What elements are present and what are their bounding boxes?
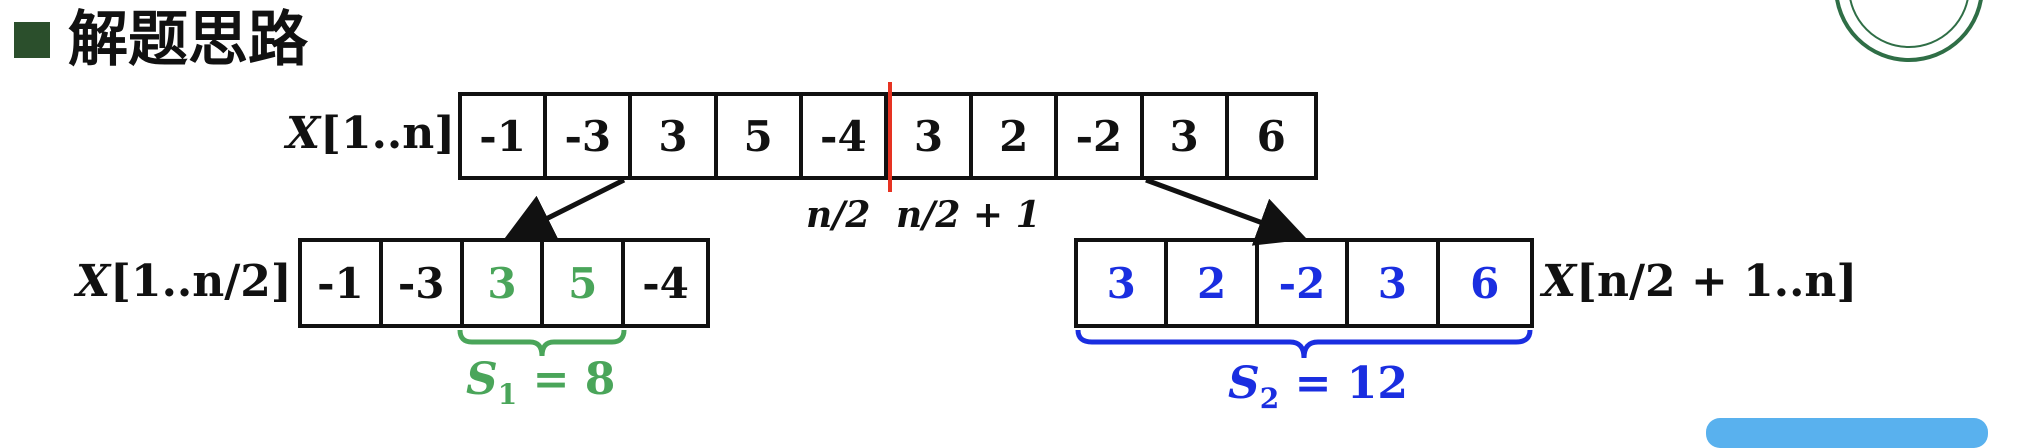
- arrow-to-right-array: [1145, 177, 1308, 246]
- split-left-tick: n/2: [806, 194, 871, 236]
- left-array-cell: -4: [642, 258, 689, 308]
- top-array-label: X[1..n]: [286, 108, 455, 159]
- header-bullet: [14, 22, 50, 58]
- right-array-label-x: X: [1542, 256, 1577, 307]
- split-right-tick: n/2 + 1: [896, 194, 1041, 236]
- top-array-cell: -4: [803, 96, 888, 176]
- top-array-cell: 6: [1256, 111, 1286, 161]
- left-array-cell: 5: [544, 242, 626, 324]
- right-sum-symbol: S: [1228, 358, 1260, 409]
- top-array-cell: 3: [888, 96, 974, 176]
- top-array-cell: 3: [632, 96, 718, 176]
- left-array-label-range: [1..n/2]: [110, 256, 292, 307]
- top-array-cell: -1: [462, 96, 548, 176]
- top-array-cell: 2: [973, 96, 1059, 176]
- right-array-cell: 3: [1349, 242, 1440, 324]
- page-title: 解题思路: [68, 5, 308, 75]
- left-sum-brace: [457, 329, 627, 357]
- left-array-label-x: X: [76, 256, 111, 307]
- right-sum-brace: [1075, 329, 1533, 359]
- left-sum-label: S1 = 8: [466, 354, 615, 411]
- left-sum-subscript: 1: [497, 377, 518, 411]
- right-array-cell: -2: [1259, 242, 1350, 324]
- top-array-label-range: [1..n]: [320, 108, 456, 159]
- right-array-label-range: [n/2 + 1..n]: [1576, 256, 1858, 307]
- left-sum-symbol: S: [466, 354, 498, 405]
- right-sum-value: = 12: [1294, 358, 1409, 409]
- left-array-cell: -1: [302, 242, 383, 324]
- top-array-cell: 3: [1144, 96, 1229, 176]
- right-array-cell: 6: [1470, 258, 1500, 308]
- top-array-label-x: X: [286, 108, 321, 159]
- right-sum-label: S2 = 12: [1228, 358, 1408, 415]
- arrow-to-left-array: [503, 177, 626, 241]
- right-sum-subscript: 2: [1259, 381, 1280, 415]
- left-array-cell: 3: [464, 242, 545, 324]
- left-sum-value: = 8: [532, 354, 616, 405]
- right-array-label: X[n/2 + 1..n]: [1542, 256, 1857, 307]
- right-array-cell: 2: [1168, 242, 1259, 324]
- diagram-overlay: [457, 177, 1533, 359]
- right-array-cell: 3: [1078, 242, 1169, 324]
- top-array-cell: -2: [1058, 96, 1144, 176]
- left-array-cell: -3: [383, 242, 464, 324]
- corner-button[interactable]: [1706, 418, 1988, 448]
- split-divider-line: [888, 82, 892, 192]
- top-array-cell: 5: [718, 96, 803, 176]
- top-array-cell: -3: [547, 96, 633, 176]
- left-array-label: X[1..n/2]: [76, 256, 292, 307]
